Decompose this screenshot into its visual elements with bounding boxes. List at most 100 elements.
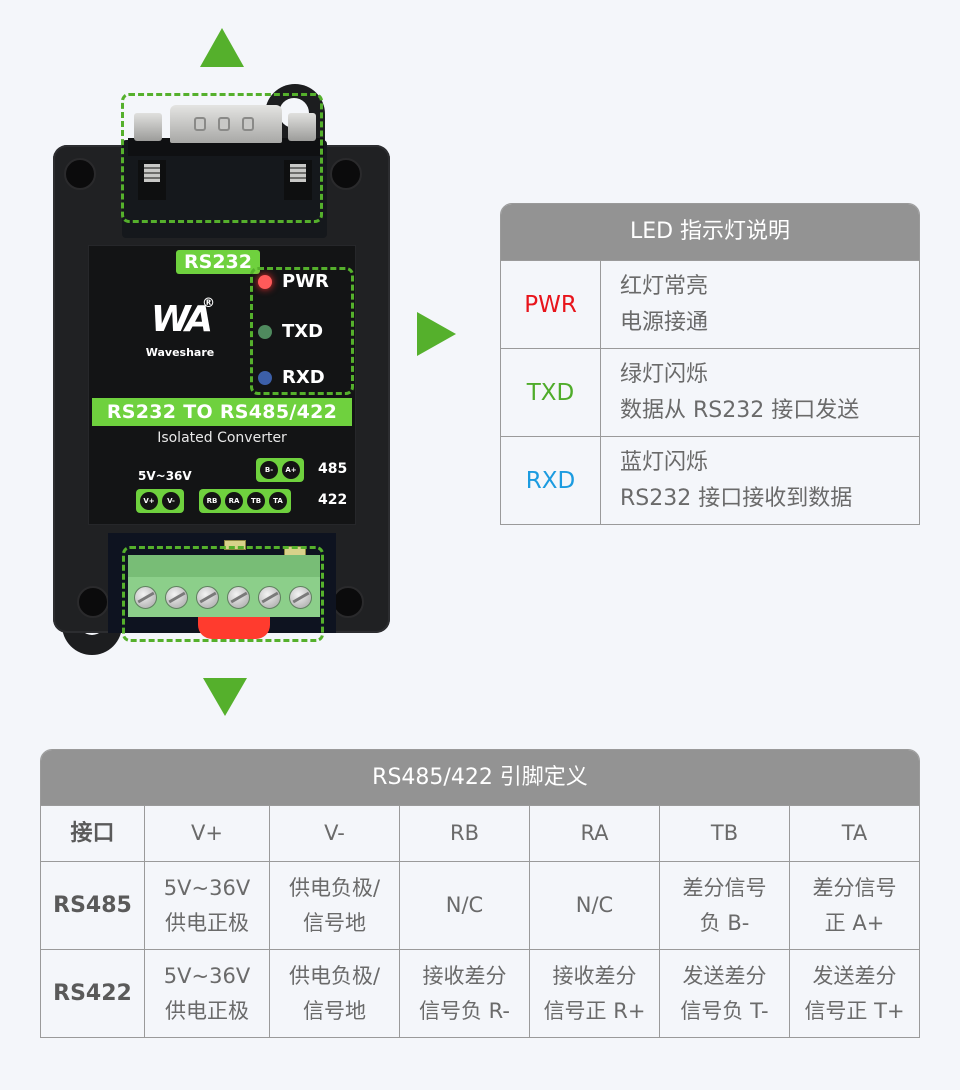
db9-nut bbox=[288, 113, 316, 141]
db9-screw bbox=[138, 160, 166, 200]
logo-mark: WA bbox=[150, 299, 213, 340]
led-desc-line: RS232 接口接收到数据 bbox=[620, 485, 853, 511]
led-label: PWR bbox=[282, 271, 329, 292]
table-cell: N/C bbox=[530, 862, 660, 949]
led-name: RXD bbox=[501, 437, 601, 524]
terminal-highlight-box bbox=[122, 546, 324, 642]
table-cell: 差分信号负 B- bbox=[660, 862, 790, 949]
pin-v-plus: V+ bbox=[140, 492, 158, 510]
rs485-pin-group: B- A+ bbox=[256, 458, 304, 482]
cell-line: 差分信号 bbox=[812, 875, 897, 900]
led-rxd: RXD bbox=[258, 367, 325, 388]
cell-line: 信号地 bbox=[303, 998, 366, 1023]
table-cell: N/C bbox=[400, 862, 530, 949]
led-table-row: RXD 蓝灯闪烁 RS232 接口接收到数据 bbox=[501, 436, 919, 524]
arrow-down-icon bbox=[203, 678, 247, 716]
pin-v-minus: V- bbox=[162, 492, 180, 510]
led-label: TXD bbox=[282, 321, 324, 342]
row-label: RS422 bbox=[41, 950, 145, 1037]
table-cell: 接收差分信号正 R+ bbox=[530, 950, 660, 1037]
db9-nut bbox=[134, 113, 162, 141]
led-pwr: PWR bbox=[258, 271, 329, 292]
led-txd: TXD bbox=[258, 321, 323, 342]
cell-line: N/C bbox=[445, 893, 484, 917]
table-cell: 供电负极/信号地 bbox=[270, 950, 400, 1037]
pin-definition-table: RS485/422 引脚定义 接口 V+ V- RB RA TB TA RS48… bbox=[40, 749, 920, 1038]
rs485-label: 485 bbox=[318, 461, 348, 477]
led-green-icon bbox=[258, 324, 272, 339]
cell-line: 供电正极 bbox=[165, 998, 249, 1023]
arrow-right-icon bbox=[417, 312, 456, 356]
device-title: RS232 TO RS485/422 bbox=[92, 398, 352, 426]
screw-hole bbox=[330, 158, 362, 190]
cell-line: 负 B- bbox=[699, 910, 750, 935]
device-front-panel bbox=[88, 245, 356, 525]
cell-line: 信号负 R- bbox=[419, 998, 510, 1023]
cell-line: 信号正 R+ bbox=[543, 998, 646, 1023]
red-ring bbox=[198, 617, 270, 639]
led-table-row: TXD 绿灯闪烁 数据从 RS232 接口发送 bbox=[501, 348, 919, 436]
device-subtitle: Isolated Converter bbox=[157, 430, 287, 446]
cell-line: 接收差分 bbox=[552, 963, 637, 988]
table-cell: 发送差分信号负 T- bbox=[660, 950, 790, 1037]
led-desc-line: 蓝灯闪烁 bbox=[620, 449, 709, 475]
brand-name: Waveshare bbox=[145, 346, 215, 359]
cell-line: 供电负极/ bbox=[288, 963, 381, 988]
rs422-pin-group: RB RA TB TA bbox=[199, 489, 291, 513]
header-cell: TA bbox=[841, 821, 868, 845]
cell-line: 信号地 bbox=[303, 910, 366, 935]
table-cell: 差分信号正 A+ bbox=[790, 862, 919, 949]
cell-line: 信号负 T- bbox=[680, 998, 769, 1023]
screw-hole bbox=[332, 586, 364, 618]
power-pin-group: V+ V- bbox=[136, 489, 184, 513]
pin-ra: RA bbox=[225, 492, 243, 510]
led-red-icon bbox=[258, 274, 272, 289]
led-description: 绿灯闪烁 数据从 RS232 接口发送 bbox=[601, 349, 919, 436]
led-description: 蓝灯闪烁 RS232 接口接收到数据 bbox=[601, 437, 919, 524]
arrow-up-icon bbox=[200, 28, 244, 67]
row-label: RS485 bbox=[41, 862, 145, 949]
table-cell: 供电负极/信号地 bbox=[270, 862, 400, 949]
led-table-title: LED 指示灯说明 bbox=[501, 204, 919, 260]
cell-line: 供电负极/ bbox=[288, 875, 381, 900]
table-cell: 5V~36V 供电正极 bbox=[145, 950, 270, 1037]
jumper bbox=[224, 540, 246, 550]
db9-highlight-box bbox=[121, 93, 323, 223]
cell-line: 信号正 T+ bbox=[804, 998, 905, 1023]
header-cell: RB bbox=[400, 806, 530, 861]
led-desc-line: 电源接通 bbox=[620, 309, 709, 335]
pin-rb: RB bbox=[203, 492, 221, 510]
header-cell: 接口 bbox=[41, 806, 145, 861]
pin-ta: TA bbox=[269, 492, 287, 510]
cell-line: 供电正极 bbox=[165, 910, 249, 935]
led-highlight-box bbox=[250, 267, 354, 395]
table-header-row: 接口 V+ V- RB RA TB TA bbox=[41, 805, 919, 861]
led-description: 红灯常亮 电源接通 bbox=[601, 261, 919, 348]
led-name: PWR bbox=[501, 261, 601, 348]
header-cell: TB bbox=[660, 806, 790, 861]
header-cell: V- bbox=[270, 806, 400, 861]
screw-hole bbox=[64, 158, 96, 190]
cell-line: 差分信号 bbox=[682, 875, 767, 900]
pin-a-plus: A+ bbox=[282, 461, 300, 479]
table-cell: 接收差分信号负 R- bbox=[400, 950, 530, 1037]
converter-device-image: RS232 WA ® Waveshare PWR TXD RXD RS232 T… bbox=[0, 0, 420, 720]
pin-b-minus: B- bbox=[260, 461, 278, 479]
rs422-label: 422 bbox=[318, 492, 348, 508]
header-cell: RA bbox=[530, 806, 660, 861]
led-blue-icon bbox=[258, 370, 272, 385]
led-desc-line: 数据从 RS232 接口发送 bbox=[620, 397, 860, 423]
header-cell: V+ bbox=[145, 806, 270, 861]
cell-line: 5V~36V bbox=[163, 963, 251, 988]
led-name: TXD bbox=[501, 349, 601, 436]
led-label: RXD bbox=[282, 367, 325, 388]
pin-table-title: RS485/422 引脚定义 bbox=[41, 750, 919, 805]
cell-line: N/C bbox=[575, 893, 614, 917]
cell-line: 接收差分 bbox=[422, 963, 507, 988]
power-range-label: 5V~36V bbox=[138, 469, 192, 483]
db9-connector bbox=[170, 105, 282, 143]
cell-line: 正 A+ bbox=[824, 910, 885, 935]
table-cell: 发送差分信号正 T+ bbox=[790, 950, 919, 1037]
